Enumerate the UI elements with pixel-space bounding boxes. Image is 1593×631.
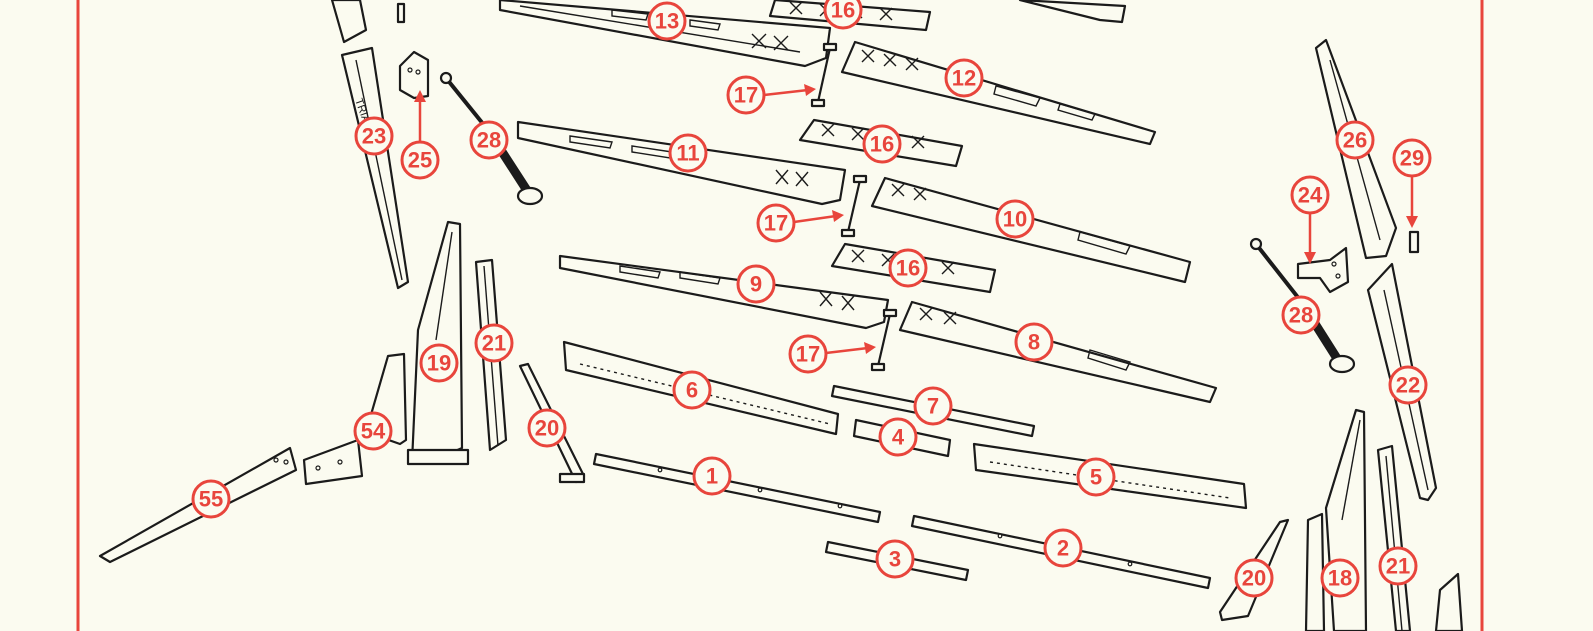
callout-7: 7	[913, 386, 953, 426]
callout-label: 12	[952, 66, 976, 91]
callout-19: 19	[419, 343, 459, 383]
callout-label: 10	[1003, 207, 1027, 232]
callout-label: 2	[1057, 536, 1069, 561]
callout-21-left: 21	[474, 323, 514, 363]
callout-label: 17	[734, 83, 758, 108]
callout-9: 9	[736, 264, 776, 304]
callout-label: 18	[1328, 566, 1352, 591]
callout-16-middle: 16	[862, 124, 902, 164]
callout-17-lower: 17	[788, 334, 828, 374]
callout-8: 8	[1014, 322, 1054, 362]
part-19-upright	[406, 220, 470, 466]
part-upper-left-pin	[396, 2, 406, 24]
callout-label: 7	[927, 394, 939, 419]
callout-16-top: 16	[823, 0, 863, 30]
callout-16-lower: 16	[888, 248, 928, 288]
callout-25: 25	[400, 140, 440, 180]
callout-label: 13	[655, 9, 679, 34]
leader-arrows	[414, 84, 1418, 355]
callout-29: 29	[1392, 138, 1432, 178]
callout-11: 11	[668, 133, 708, 173]
callout-4: 4	[878, 417, 918, 457]
callout-label: 21	[482, 331, 506, 356]
callout-26: 26	[1335, 120, 1375, 160]
part-upper-left-plate	[330, 0, 368, 44]
callout-label: 22	[1396, 373, 1420, 398]
callout-label: 5	[1090, 465, 1102, 490]
callout-55: 55	[191, 479, 231, 519]
callout-label: 55	[199, 487, 223, 512]
callout-label: 17	[796, 342, 820, 367]
callout-12: 12	[944, 58, 984, 98]
callout-6: 6	[672, 370, 712, 410]
leader-17-top	[763, 88, 809, 97]
part-17-strut-top	[810, 42, 838, 108]
callout-label: 3	[889, 547, 901, 572]
callout-21-right: 21	[1378, 546, 1418, 586]
part-1-bar	[592, 452, 882, 524]
callout-13: 13	[647, 1, 687, 41]
leader-17-lower	[825, 346, 869, 355]
callout-label: 19	[427, 351, 451, 376]
callout-3: 3	[875, 539, 915, 579]
callout-label: 28	[1289, 303, 1313, 328]
callout-label: 21	[1386, 554, 1410, 579]
part-17-strut-middle	[840, 174, 868, 238]
callout-17-top: 17	[726, 75, 766, 115]
part-8-truss-beam	[898, 300, 1218, 404]
part-24-bracket	[1296, 246, 1350, 294]
part-bottom-right-corner	[1434, 572, 1464, 631]
callout-label: 28	[477, 128, 501, 153]
callout-label: 26	[1343, 128, 1367, 153]
callout-label: 20	[535, 416, 559, 441]
callout-label: 9	[750, 272, 762, 297]
callout-1: 1	[692, 456, 732, 496]
callout-5: 5	[1076, 457, 1116, 497]
callout-label: 24	[1298, 183, 1323, 208]
callout-label: 4	[892, 425, 905, 450]
callout-label: 17	[764, 211, 788, 236]
callout-label: 1	[706, 464, 718, 489]
callout-label: 11	[676, 141, 699, 166]
part-54-bracket-plate	[302, 352, 408, 486]
callout-label: 25	[408, 148, 432, 173]
callout-label: 29	[1400, 146, 1424, 171]
callout-28-left: 28	[469, 120, 509, 160]
callout-label: 16	[896, 256, 920, 281]
part-17-strut-lower	[870, 308, 898, 372]
part-18-upright	[1304, 408, 1368, 631]
callout-label: 16	[870, 132, 894, 157]
part-21-upright-right	[1376, 444, 1412, 631]
callout-17-middle: 17	[756, 203, 796, 243]
callout-label: 6	[686, 378, 698, 403]
parts-linework: TRIAM	[98, 0, 1464, 631]
callout-2: 2	[1043, 528, 1083, 568]
callout-10: 10	[995, 199, 1035, 239]
callout-label: 16	[831, 0, 855, 23]
leader-17-middle	[793, 214, 837, 224]
part-25-bracket	[398, 50, 430, 100]
part-upper-beam-end	[1018, 0, 1127, 24]
callout-54: 54	[353, 411, 393, 451]
part-9-truss-beam	[558, 254, 890, 330]
callout-20-left: 20	[527, 408, 567, 448]
callout-23: 23	[354, 116, 394, 156]
callout-label: 20	[1242, 566, 1266, 591]
callout-22: 22	[1388, 365, 1428, 405]
callout-20-right: 20	[1234, 558, 1274, 598]
callout-label: 8	[1028, 330, 1040, 355]
part-12-truss-beam	[840, 40, 1157, 146]
callout-18: 18	[1320, 558, 1360, 598]
callout-label: 23	[362, 124, 386, 149]
part-29-pin	[1408, 230, 1420, 254]
part-23-side-plate: TRIAM	[340, 46, 410, 290]
callout-24: 24	[1290, 175, 1330, 215]
callout-28-right: 28	[1281, 295, 1321, 335]
callout-label: 54	[361, 419, 386, 444]
